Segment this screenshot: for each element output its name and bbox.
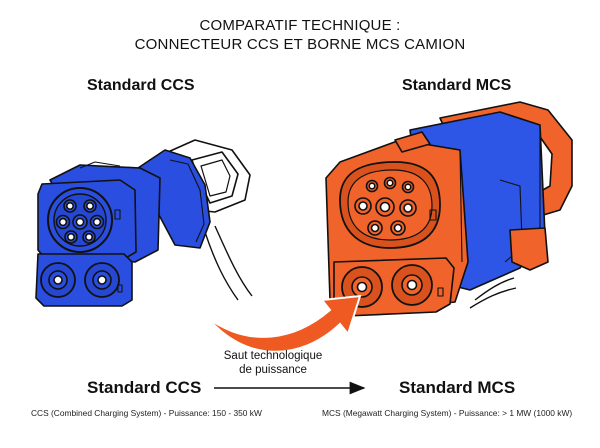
transition-line-2: de puissance [239, 364, 307, 376]
power-leap-arrow [207, 294, 362, 353]
ccs-bottom-label: Standard CCS [87, 378, 202, 397]
mcs-connector-illustration [325, 101, 573, 317]
mcs-top-label: Standard MCS [402, 77, 512, 94]
title-line-2: CONNECTEUR CCS ET BORNE MCS CAMION [134, 36, 466, 53]
mcs-spec-text: MCS (Megawatt Charging System) - Puissan… [322, 408, 573, 418]
title-line-1: COMPARATIF TECHNIQUE : [199, 17, 401, 34]
ccs-connector-illustration [35, 139, 253, 307]
transition-line-1: Saut technologique [223, 350, 323, 362]
diagram-title: COMPARATIF TECHNIQUE : CONNECTEUR CCS ET… [0, 16, 600, 54]
ccs-spec-text: CCS (Combined Charging System) - Puissan… [31, 408, 262, 418]
transition-caption: Saut technologique de puissance [208, 349, 338, 377]
ccs-top-label: Standard CCS [87, 77, 195, 94]
mcs-bottom-label: Standard MCS [399, 378, 516, 397]
